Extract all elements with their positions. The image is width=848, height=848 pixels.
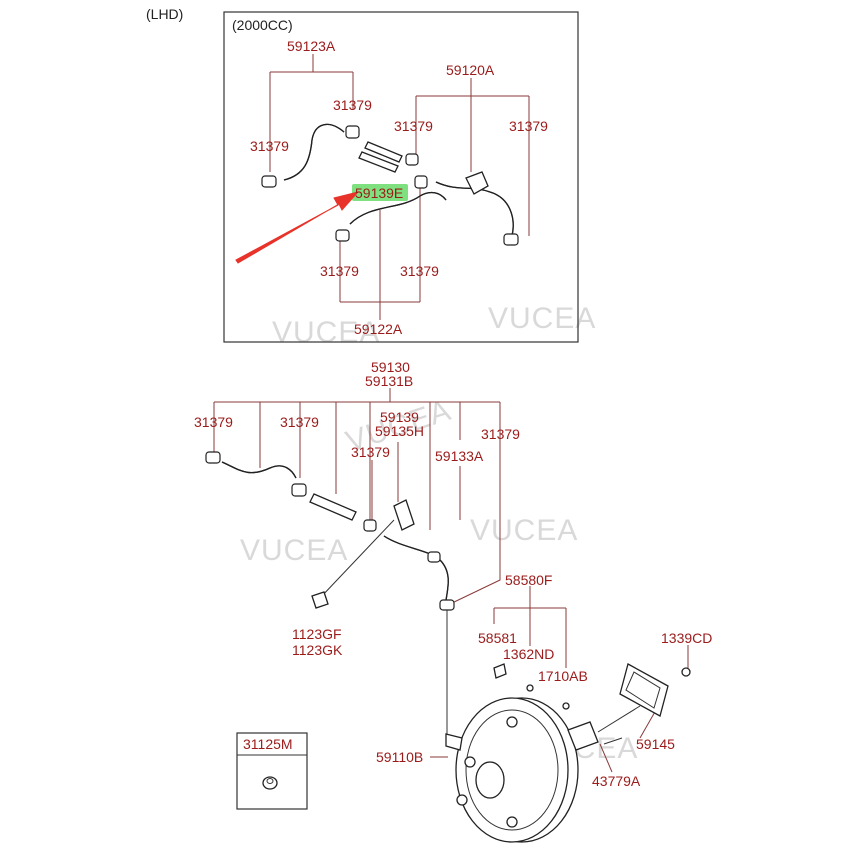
watermark-2: VUCEA — [488, 302, 596, 335]
variant-label: (LHD) — [146, 6, 183, 22]
label-31125M: 31125M — [243, 736, 293, 752]
hose-left-outline — [221, 461, 297, 479]
push-rod-shaft — [597, 705, 641, 733]
pin-1710AB — [562, 702, 570, 710]
detail-box-frame — [223, 11, 579, 343]
bolt-leader — [319, 519, 395, 599]
label-59139: 59139 — [380, 409, 419, 425]
watermark-5: VUCEA — [240, 534, 348, 567]
watermarks: VUCEA VUCEA VUCEA VUCEA VUCEA VUCEA — [240, 302, 637, 765]
clamp-31379-left — [205, 451, 221, 464]
label-31379-h: 31379 — [280, 414, 319, 430]
label-1123GK: 1123GK — [292, 642, 343, 658]
clamp-31379-bottom-right — [414, 175, 428, 189]
check-valve-59139 — [393, 499, 415, 531]
watermark-4: VUCEA — [470, 514, 578, 547]
clamp-on-hose — [427, 551, 441, 563]
leader-59145 — [639, 709, 657, 739]
booster-push-rod — [567, 721, 599, 751]
valve-59120A — [465, 171, 489, 195]
clamp-31379-left-2 — [291, 483, 307, 497]
pipe-fitting-b — [358, 151, 399, 173]
label-31379-a: 31379 — [333, 97, 372, 113]
clamp-31379-top-left — [261, 175, 277, 188]
leader-59130 — [213, 388, 501, 530]
label-58580F: 58580F — [505, 572, 552, 588]
watermark-1: VUCEA — [272, 316, 380, 349]
label-1710AB: 1710AB — [538, 668, 588, 684]
booster-stud-1 — [464, 756, 476, 768]
label-58581: 58581 — [478, 630, 517, 646]
label-31379-i: 31379 — [481, 426, 520, 442]
label-59130: 59130 — [371, 359, 410, 375]
label-31379-b: 31379 — [394, 118, 433, 134]
label-59139E: 59139E — [355, 185, 403, 201]
bolt-1123GF — [311, 591, 329, 609]
part-highlight — [352, 184, 408, 201]
leader-31379-right — [449, 448, 501, 605]
label-1362ND: 1362ND — [503, 646, 554, 662]
booster-vacuum-port — [445, 733, 463, 751]
label-31379-c: 31379 — [509, 118, 548, 134]
brake-booster-assembly: 58580F 58581 1362ND 1339CD 1710AB 59145 … — [376, 572, 712, 843]
booster-rim — [465, 709, 559, 831]
clamp-31379-top-mid — [345, 125, 360, 139]
label-59123A: 59123A — [287, 38, 336, 54]
label-31379-d: 31379 — [250, 138, 289, 154]
red-pointer-arrow — [235, 191, 360, 264]
leader-58580F — [493, 586, 567, 668]
label-31379-e: 31379 — [320, 263, 359, 279]
label-59122A: 59122A — [354, 321, 403, 337]
pipe-fitting-a — [364, 141, 403, 163]
clamp-31379-top-center — [405, 153, 419, 166]
booster-front-shell — [455, 697, 569, 843]
engine-detail-box: (2000CC) 59123A 59120A 31379 31379 — [223, 11, 579, 343]
gasket-59145 — [619, 663, 669, 717]
label-43779A: 43779A — [592, 773, 641, 789]
clamp-31379-bottom — [439, 599, 455, 611]
booster-stud-2 — [506, 716, 518, 728]
pipe-59131B — [309, 493, 357, 521]
label-1339CD: 1339CD — [661, 630, 712, 646]
clamp-31379-bottom-left — [335, 229, 350, 242]
label-31379-g: 31379 — [194, 414, 233, 430]
hose-assembly: 59130 59131B 31379 31379 59139 59135H 31… — [194, 359, 520, 734]
clamp-31379-top-right — [503, 233, 519, 246]
switch-43779A — [603, 737, 623, 745]
clamp-31379-mid — [363, 519, 377, 532]
leader-43779A — [599, 743, 613, 773]
leader-59122A — [339, 180, 421, 320]
nut-1339CD — [681, 667, 691, 677]
leader-59120A — [415, 78, 530, 236]
label-59135H: 59135H — [375, 423, 424, 439]
booster-stud-4 — [456, 794, 468, 806]
hose-59133A-outline — [383, 535, 449, 601]
label-59145: 59145 — [636, 736, 675, 752]
leader-59123A — [269, 54, 354, 172]
label-59133A: 59133A — [435, 448, 484, 464]
label-59120A: 59120A — [446, 62, 495, 78]
pin-58581 — [493, 663, 507, 679]
booster-stud-3 — [506, 816, 518, 828]
label-59131B: 59131B — [365, 373, 413, 389]
clip-1362ND — [526, 684, 534, 692]
label-59110B: 59110B — [376, 749, 423, 765]
label-31379-f: 31379 — [400, 263, 439, 279]
inset-31125M: 31125M — [236, 732, 308, 810]
label-1123GF: 1123GF — [292, 626, 342, 642]
label-31379-j: 31379 — [351, 444, 390, 460]
engine-label: (2000CC) — [232, 17, 293, 33]
booster-center-hole — [475, 761, 505, 799]
inset-frame — [236, 732, 308, 810]
